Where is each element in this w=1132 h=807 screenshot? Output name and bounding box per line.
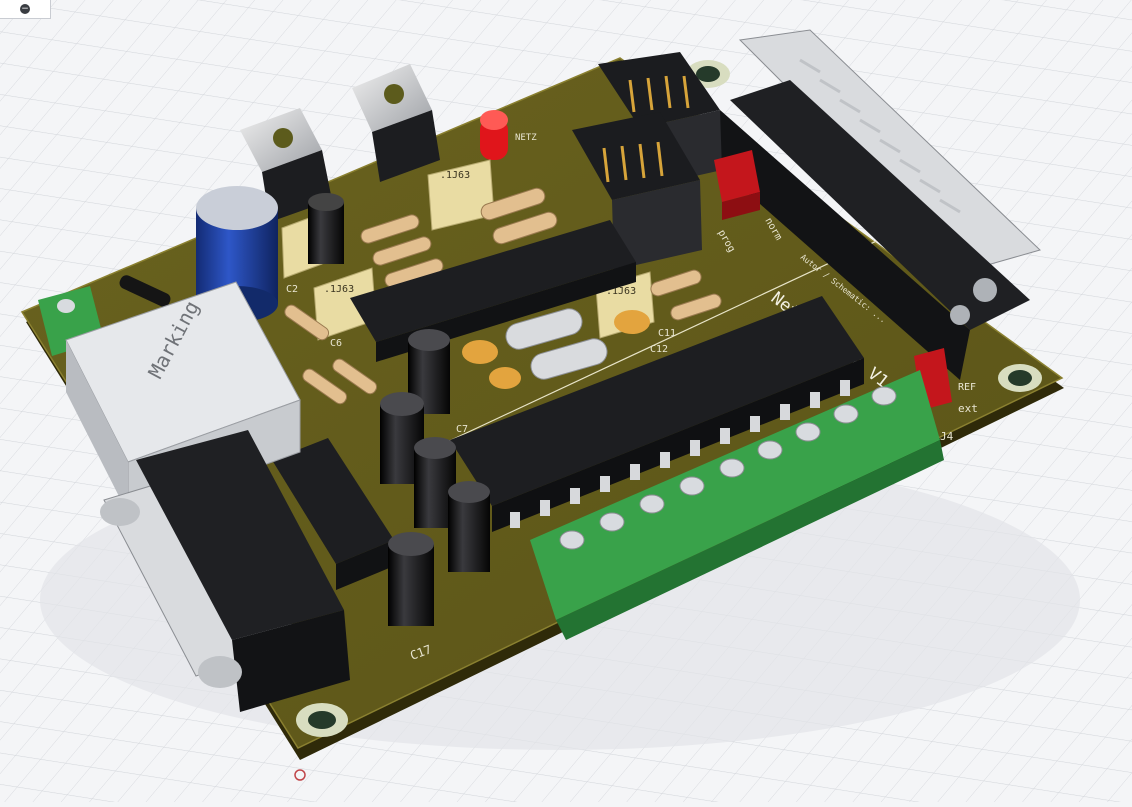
label-ext: ext [958,402,978,415]
label-c7: C7 [456,424,468,435]
ic-dip40-microcontroller [450,296,864,532]
label-c12: C12 [650,344,668,355]
label-c2: C2 [286,284,298,295]
label-c11: C11 [658,328,676,339]
electrolytic-cap [448,481,490,572]
mounting-hole [296,703,348,737]
led-red [480,110,508,160]
resistor-array [284,187,722,405]
label-c17: C17 [408,642,433,663]
label-netz: NETZ [515,133,537,143]
label-ref: REF [958,382,976,393]
minus-icon: − [20,4,30,14]
db25-connector [710,29,1041,380]
origin-marker [294,769,306,781]
electrolytic-cap [414,437,456,528]
diode [119,275,171,307]
screw-terminal-block [530,370,944,640]
svg-text:.1J63: .1J63 [440,170,470,181]
ic-dip16 [272,438,394,590]
electrolytic-cap [308,193,344,264]
voltage-regulator-2 [352,64,440,182]
electrolytic-cap [388,532,434,626]
collapse-button[interactable]: − [0,0,51,19]
svg-text:.1J63: .1J63 [324,284,354,295]
mounting-hole [998,364,1042,392]
jumper-prog [714,150,760,220]
box-header-bottom [572,112,702,270]
db9-connector [100,430,350,712]
crystal [505,308,608,380]
label-j4: J4 [940,430,954,443]
silkscreen-outline [429,229,901,451]
svg-text:.1J63: .1J63 [606,286,636,297]
label-c6: C6 [330,338,342,349]
ceramic-cap [462,310,650,389]
